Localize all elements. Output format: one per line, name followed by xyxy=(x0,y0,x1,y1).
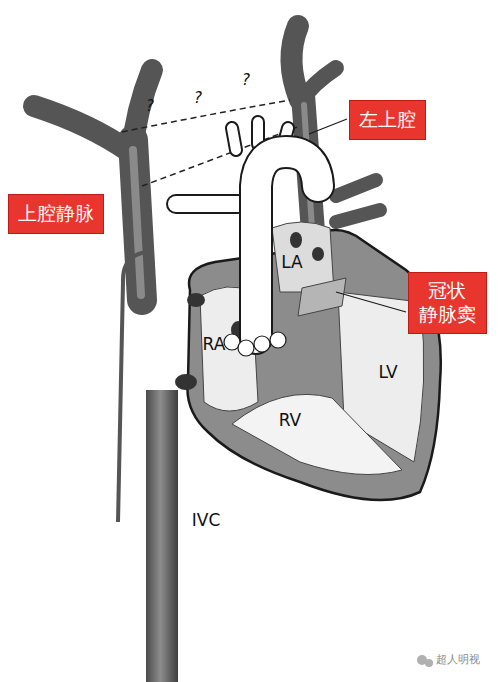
watermark-icon xyxy=(417,655,433,667)
chamber-label: LA xyxy=(281,253,303,272)
chamber-label: LV xyxy=(378,363,397,382)
valve-ring xyxy=(224,332,286,356)
callout-text: 左上腔 xyxy=(359,108,416,132)
heart xyxy=(175,222,441,500)
aorta xyxy=(176,122,318,338)
chamber-label: RV xyxy=(279,411,302,430)
leader-line xyxy=(309,119,406,312)
question-mark: ? xyxy=(146,98,154,115)
callout-box: 上腔静脉 xyxy=(8,194,104,234)
ivc-vessel xyxy=(146,390,178,682)
callout-box: 左上腔 xyxy=(349,100,426,140)
chamber-label: RA xyxy=(203,335,226,354)
callout-box: 冠状 静脉窦 xyxy=(408,272,487,334)
right-svc xyxy=(34,70,152,300)
callout-text: 冠状 静脉窦 xyxy=(417,279,478,327)
question-mark: ? xyxy=(194,90,202,107)
thin-vessel xyxy=(118,252,146,522)
vessel-label: IVC xyxy=(192,511,221,530)
watermark: 超人明视 xyxy=(436,654,480,666)
callout-text: 上腔静脉 xyxy=(18,202,94,226)
question-mark: ? xyxy=(242,72,250,89)
